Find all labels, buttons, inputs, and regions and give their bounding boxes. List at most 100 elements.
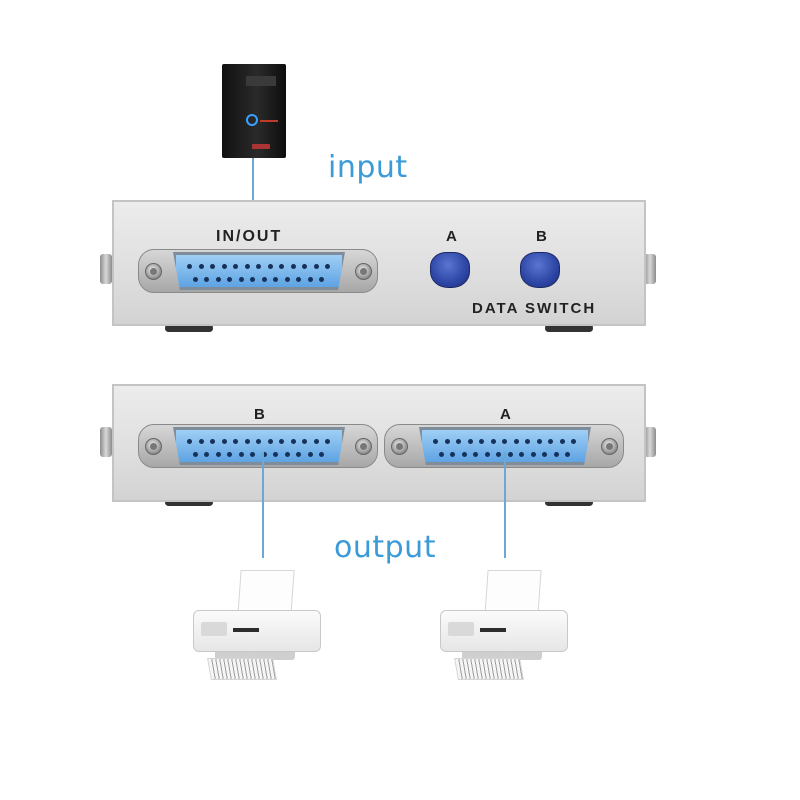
db25-pin xyxy=(204,452,210,457)
db25-pin xyxy=(565,452,571,457)
printer-a-panel xyxy=(448,622,474,636)
output-port-b[interactable] xyxy=(138,424,378,468)
db25-pin xyxy=(198,264,204,269)
db25-pin xyxy=(525,439,530,444)
db25-pin xyxy=(250,277,256,282)
db25-pin xyxy=(553,452,559,457)
db25-pin xyxy=(536,439,542,444)
db25-pin xyxy=(484,452,490,457)
printer-b-paper-output xyxy=(207,658,277,680)
printer-a-logo xyxy=(480,628,506,632)
computer-front-port xyxy=(252,144,270,149)
db25-pin xyxy=(513,439,519,444)
db25-pin xyxy=(198,439,204,444)
computer-drive-bay xyxy=(246,76,276,86)
db25-pin xyxy=(479,439,484,444)
db25-pin xyxy=(548,439,553,444)
db25-pin xyxy=(204,277,210,282)
top-unit-left-tab xyxy=(100,254,112,284)
button-b-label: B xyxy=(536,228,549,245)
db25-pin xyxy=(490,439,496,444)
db25-pin xyxy=(290,264,296,269)
printer-b-panel xyxy=(201,622,227,636)
db25-pin xyxy=(221,264,227,269)
db25-pin xyxy=(267,264,273,269)
db25-pin xyxy=(302,264,307,269)
switch-input-panel: IN/OUT A B DATA SWITCH xyxy=(112,200,646,326)
db25-pin xyxy=(192,452,198,457)
db25-pin xyxy=(307,452,313,457)
db25-pin xyxy=(467,439,473,444)
bottom-unit-left-tab xyxy=(100,427,112,457)
db25-pin xyxy=(192,277,198,282)
db25-pin xyxy=(542,452,548,457)
port-b-label: B xyxy=(254,406,267,423)
db25-pin xyxy=(233,439,238,444)
db25-pin xyxy=(273,452,279,457)
db25-pin xyxy=(296,277,302,282)
button-a-label: A xyxy=(446,228,459,245)
db25-pin xyxy=(456,439,461,444)
db25-pin xyxy=(325,264,330,269)
output-cable-b xyxy=(262,452,264,558)
db25-pin xyxy=(210,439,215,444)
db25-pin xyxy=(313,439,319,444)
output-b-db25-connector xyxy=(173,427,345,465)
db25-pin xyxy=(279,439,284,444)
db25-pin xyxy=(256,264,261,269)
db25-pin xyxy=(559,439,565,444)
switch-output-panel: B A xyxy=(112,384,646,502)
port-a-label: A xyxy=(500,406,513,423)
db25-pin xyxy=(302,439,307,444)
db25-pin xyxy=(319,452,325,457)
output-cable-a xyxy=(504,452,506,558)
db25-pin xyxy=(227,452,233,457)
in-out-port-right-screw xyxy=(355,263,372,280)
computer-power-icon xyxy=(246,114,258,126)
output-caption: output xyxy=(334,530,436,565)
printer-a xyxy=(440,570,572,688)
bottom-unit-right-tab xyxy=(644,427,656,457)
db25-pin xyxy=(571,439,576,444)
db25-pin xyxy=(215,452,221,457)
db25-pin xyxy=(227,277,233,282)
db25-pin xyxy=(502,439,507,444)
computer-tower xyxy=(222,64,286,158)
db25-pin xyxy=(319,277,325,282)
db25-pin xyxy=(438,452,444,457)
db25-pin xyxy=(284,452,290,457)
db25-pin xyxy=(496,452,502,457)
db25-pin xyxy=(238,277,244,282)
output-port-b-right-screw xyxy=(355,438,372,455)
output-port-a-right-screw xyxy=(601,438,618,455)
db25-pin xyxy=(215,277,221,282)
db25-pin xyxy=(507,452,513,457)
computer-red-stripe xyxy=(260,120,278,122)
db25-pin xyxy=(444,439,450,444)
db25-pin xyxy=(307,277,313,282)
output-port-a-left-screw xyxy=(391,438,408,455)
db25-pin xyxy=(450,452,456,457)
db25-pin xyxy=(221,439,227,444)
db25-pin xyxy=(284,277,290,282)
input-caption: input xyxy=(328,150,408,185)
db25-pin xyxy=(530,452,536,457)
data-switch-brand: DATA SWITCH xyxy=(472,300,597,317)
select-b-button[interactable] xyxy=(520,252,560,288)
db25-pin xyxy=(210,264,215,269)
top-unit-right-tab xyxy=(644,254,656,284)
in-out-port-label: IN/OUT xyxy=(216,228,283,245)
db25-pin xyxy=(473,452,479,457)
db25-pin xyxy=(267,439,273,444)
in-out-port[interactable] xyxy=(138,249,378,293)
select-a-button[interactable] xyxy=(430,252,470,288)
in-out-port-left-screw xyxy=(145,263,162,280)
db25-pin xyxy=(519,452,525,457)
printer-a-paper-output xyxy=(454,658,524,680)
db25-pin xyxy=(433,439,438,444)
db25-pin xyxy=(238,452,244,457)
db25-pin xyxy=(187,264,192,269)
db25-pin xyxy=(233,264,238,269)
db25-pin xyxy=(187,439,192,444)
db25-pin xyxy=(461,452,467,457)
